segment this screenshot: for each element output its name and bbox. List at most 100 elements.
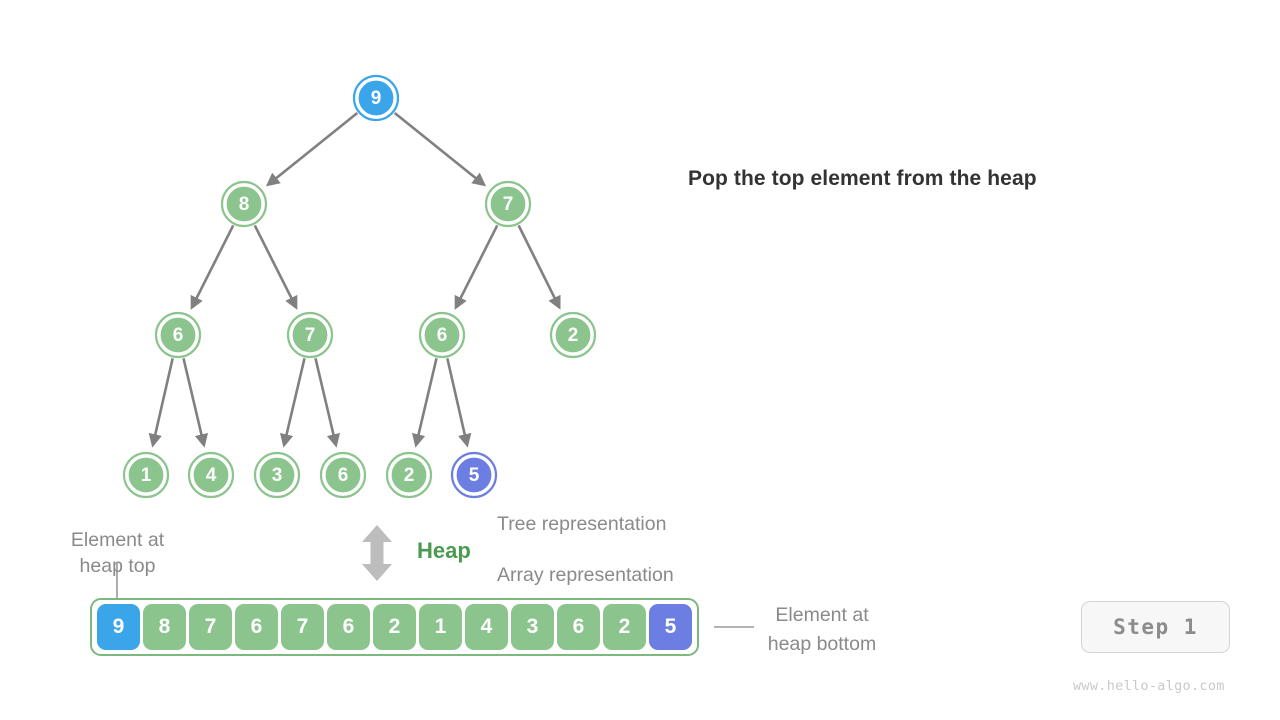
annotation-heap-bottom-line1: Element at [775,604,869,626]
tree-node-outer-ring [450,451,498,499]
tree-edge [279,358,306,448]
annotation-heap-top-line2: heap top [79,555,156,577]
annotation-heap-top-line1: Element at [70,529,165,551]
tree-node-value: 5 [469,465,480,486]
caption-array-representation: Array representation [497,564,674,586]
annotation-heap-top: Element at heap top [60,527,175,579]
array-cell-value: 2 [618,615,631,638]
tree-edge [454,224,499,310]
array-cell-value: 8 [158,615,171,638]
array-cell-value: 3 [526,615,539,638]
tree-node-value: 2 [568,325,579,346]
page-title: Pop the top element from the heap [688,167,1037,190]
array-cell[interactable]: 7 [281,604,324,650]
tree-node-value: 7 [305,325,316,346]
array-cell-value: 5 [664,615,677,638]
step-badge: Step 1 [1081,601,1230,653]
tree-node[interactable]: 3 [253,451,301,499]
tree-node-outer-ring [122,451,170,499]
tree-nodes: 9 8 7 6 7 6 2 1 4 3 6 2 5 [122,74,597,499]
tree-node[interactable]: 9 [352,74,400,122]
tree-node-outer-ring [352,74,400,122]
tree-node[interactable]: 1 [122,451,170,499]
array-cell[interactable]: 6 [557,604,600,650]
tree-node-outer-ring [187,451,235,499]
tree-node-circle [553,315,593,355]
array-cell-value: 1 [434,615,447,638]
array-cell-value: 6 [572,615,585,638]
tree-node-outer-ring [385,451,433,499]
tree-edge [314,358,341,448]
tree-node-circle [389,455,429,495]
tree-node[interactable]: 7 [484,180,532,228]
tree-node[interactable]: 5 [450,451,498,499]
array-cell[interactable]: 2 [603,604,646,650]
tree-edge [253,224,298,310]
watermark: www.hello-algo.com [1073,678,1225,694]
tree-node-value: 4 [206,465,217,486]
array-cell-value: 4 [480,615,493,638]
tree-edge [411,358,438,448]
tree-node-circle [158,315,198,355]
tree-node-value: 3 [272,465,283,486]
tree-node-circle [454,455,494,495]
tree-node-circle [356,78,396,118]
tree-node-circle [126,455,166,495]
tree-node[interactable]: 7 [286,311,334,359]
tree-node[interactable]: 6 [418,311,466,359]
array-cell[interactable]: 1 [419,604,462,650]
array-cell-value: 2 [388,615,401,638]
array-cell[interactable]: 6 [327,604,370,650]
tree-node-outer-ring [220,180,268,228]
tree-node-value: 8 [239,194,250,215]
tree-edge [182,358,209,448]
array-cell[interactable]: 2 [373,604,416,650]
array-cell-value: 6 [250,615,263,638]
annotation-heap-bottom-line2: heap bottom [767,633,877,655]
caption-tree-representation: Tree representation [497,513,667,535]
tree-node-circle [488,184,528,224]
array-cell[interactable]: 4 [465,604,508,650]
tree-node[interactable]: 8 [220,180,268,228]
array-cell[interactable]: 6 [235,604,278,650]
annotation-heap-bottom: Element at heap bottom [752,601,892,659]
array-cell-value: 6 [342,615,355,638]
tree-node-outer-ring [286,311,334,359]
tree-node-value: 6 [437,325,448,346]
tree-node[interactable]: 6 [154,311,202,359]
tree-edge [446,358,472,448]
tree-node-circle [323,455,363,495]
tree-node[interactable]: 2 [385,451,433,499]
array-cell[interactable]: 5 [649,604,692,650]
tree-node-outer-ring [154,311,202,359]
tree-node[interactable]: 4 [187,451,235,499]
tree-edge [148,358,174,448]
array-cell[interactable]: 9 [97,604,140,650]
heap-label: Heap [417,538,471,563]
tree-node-circle [257,455,297,495]
tree-node-outer-ring [549,311,597,359]
tree-node-value: 9 [371,88,382,109]
tree-node-outer-ring [253,451,301,499]
array-cell[interactable]: 7 [189,604,232,650]
tree-node-circle [224,184,264,224]
tree-node[interactable]: 6 [319,451,367,499]
tree-node-circle [191,455,231,495]
array-cell[interactable]: 3 [511,604,554,650]
tree-node-value: 2 [404,465,415,486]
tree-node[interactable]: 2 [549,311,597,359]
tree-node-circle [290,315,330,355]
tree-edge [190,224,235,310]
tree-node-outer-ring [484,180,532,228]
tree-node-circle [422,315,462,355]
array-cell-value: 9 [112,615,125,638]
array-cell[interactable]: 8 [143,604,186,650]
tree-edges [148,112,561,448]
tree-edge [265,112,359,187]
array-cell-value: 7 [296,615,309,638]
tree-node-value: 6 [338,465,349,486]
tree-node-outer-ring [418,311,466,359]
